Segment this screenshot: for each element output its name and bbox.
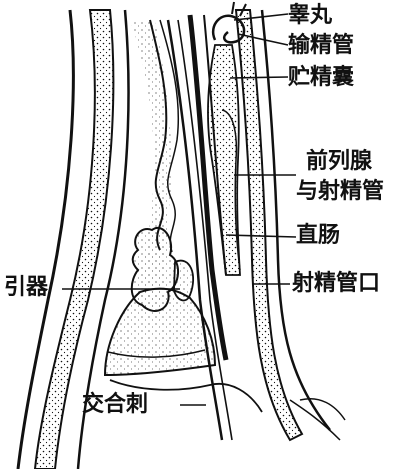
leader-vas-deferens [237, 33, 289, 46]
label-testis: 睾丸 [288, 3, 333, 28]
label-spicule: 交合刺 [82, 392, 149, 417]
label-prostate-line1: 前列腺 [306, 149, 373, 174]
label-vas-deferens: 输精管 [288, 33, 355, 58]
left-body-wall [16, 9, 130, 469]
leader-rectum [225, 234, 297, 238]
cloaca [109, 379, 346, 441]
label-rectum: 直肠 [296, 223, 341, 248]
leader-seminal-vesicle [229, 76, 289, 79]
leader-testis [233, 13, 289, 21]
label-seminal-vesicle: 贮精囊 [288, 65, 355, 90]
label-ejaculatory-opening: 射精管口 [292, 271, 381, 296]
leader-lines [62, 13, 297, 406]
gubernaculum-mass [103, 287, 217, 377]
seminal-vesicle [207, 44, 241, 276]
spicule [166, 19, 233, 441]
label-gubernaculum: 引器 [4, 275, 49, 300]
label-prostate-line2: 与射精管 [296, 179, 385, 204]
intestine-curve [149, 19, 180, 253]
right-body-wall [234, 9, 331, 442]
